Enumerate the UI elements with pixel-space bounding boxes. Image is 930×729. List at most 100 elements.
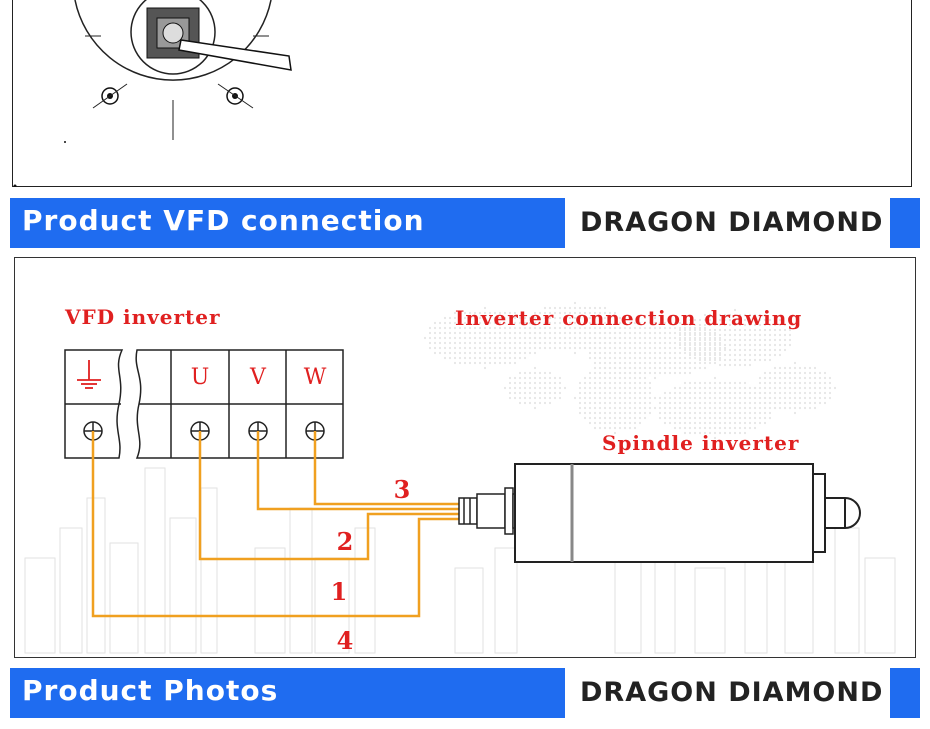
map-dot <box>598 356 602 360</box>
map-dot <box>788 406 792 410</box>
map-dot <box>598 366 602 370</box>
map-dot <box>573 336 577 340</box>
map-dot <box>523 321 527 325</box>
map-dot <box>598 396 602 400</box>
map-dot <box>603 306 607 310</box>
map-dot <box>448 336 452 340</box>
map-dot <box>533 391 537 395</box>
world-map-background <box>423 301 837 440</box>
map-dot <box>688 371 692 375</box>
map-dot <box>528 326 532 330</box>
map-dot <box>453 321 457 325</box>
map-dot <box>538 321 542 325</box>
map-dot <box>533 311 537 315</box>
map-dot <box>498 341 502 345</box>
map-dot <box>793 366 797 370</box>
map-dot <box>638 386 642 390</box>
map-dot <box>518 396 522 400</box>
map-dot <box>768 328 772 332</box>
map-dot <box>763 391 767 395</box>
map-dot <box>753 323 757 327</box>
map-dot <box>738 401 742 405</box>
map-dot <box>618 316 622 320</box>
map-dot <box>533 396 537 400</box>
map-dot <box>643 391 647 395</box>
map-dot <box>583 311 587 315</box>
map-dot <box>523 316 527 320</box>
map-dot <box>448 326 452 330</box>
map-dot <box>513 331 517 335</box>
map-dot <box>683 391 687 395</box>
map-dot <box>483 306 487 310</box>
map-dot <box>653 406 657 410</box>
map-dot <box>648 411 652 415</box>
map-dot <box>773 338 777 342</box>
map-dot <box>628 396 632 400</box>
map-dot <box>668 411 672 415</box>
map-dot <box>708 333 712 337</box>
map-dot <box>533 341 537 345</box>
map-dot <box>708 381 712 385</box>
map-dot <box>598 386 602 390</box>
map-dot <box>693 421 697 425</box>
map-dot <box>518 316 522 320</box>
map-dot <box>543 371 547 375</box>
map-dot <box>753 426 757 430</box>
map-dot <box>638 411 642 415</box>
map-dot <box>583 411 587 415</box>
map-dot <box>433 331 437 335</box>
map-dot <box>573 346 577 350</box>
map-dot <box>793 401 797 405</box>
map-dot <box>513 376 517 380</box>
map-dot <box>648 326 652 330</box>
map-dot <box>603 316 607 320</box>
map-dot <box>458 341 462 345</box>
map-dot <box>653 356 657 360</box>
map-dot <box>593 421 597 425</box>
vfd-connection-diagram: VFD inverter Inverter connection drawing… <box>14 257 916 658</box>
map-dot <box>703 391 707 395</box>
map-dot <box>703 343 707 347</box>
map-dot <box>668 331 672 335</box>
map-dot <box>598 406 602 410</box>
map-dot <box>763 323 767 327</box>
map-dot <box>763 348 767 352</box>
map-dot <box>773 371 777 375</box>
map-dot <box>713 436 717 440</box>
map-dot <box>748 396 752 400</box>
map-dot <box>633 381 637 385</box>
map-dot <box>523 336 527 340</box>
map-dot <box>718 406 722 410</box>
map-dot <box>653 396 657 400</box>
map-dot <box>508 391 512 395</box>
wire-number-1: 1 <box>331 577 348 606</box>
map-dot <box>708 416 712 420</box>
map-dot <box>603 311 607 315</box>
map-dot <box>668 396 672 400</box>
map-dot <box>548 391 552 395</box>
map-dot <box>718 396 722 400</box>
map-dot <box>648 361 652 365</box>
map-dot <box>708 338 712 342</box>
map-dot <box>723 358 727 362</box>
map-dot <box>678 386 682 390</box>
map-dot <box>708 336 712 340</box>
map-dot <box>688 416 692 420</box>
map-dot <box>513 321 517 325</box>
map-dot <box>693 318 697 322</box>
map-dot <box>813 406 817 410</box>
map-dot <box>493 311 497 315</box>
map-dot <box>728 421 732 425</box>
map-dot <box>513 326 517 330</box>
map-dot <box>703 406 707 410</box>
map-dot <box>633 341 637 345</box>
map-dot <box>698 326 702 330</box>
map-dot <box>773 406 777 410</box>
map-dot <box>723 328 727 332</box>
map-dot <box>503 326 507 330</box>
map-dot <box>663 341 667 345</box>
map-dot <box>633 391 637 395</box>
map-dot <box>668 401 672 405</box>
map-dot <box>728 381 732 385</box>
map-dot <box>613 366 617 370</box>
